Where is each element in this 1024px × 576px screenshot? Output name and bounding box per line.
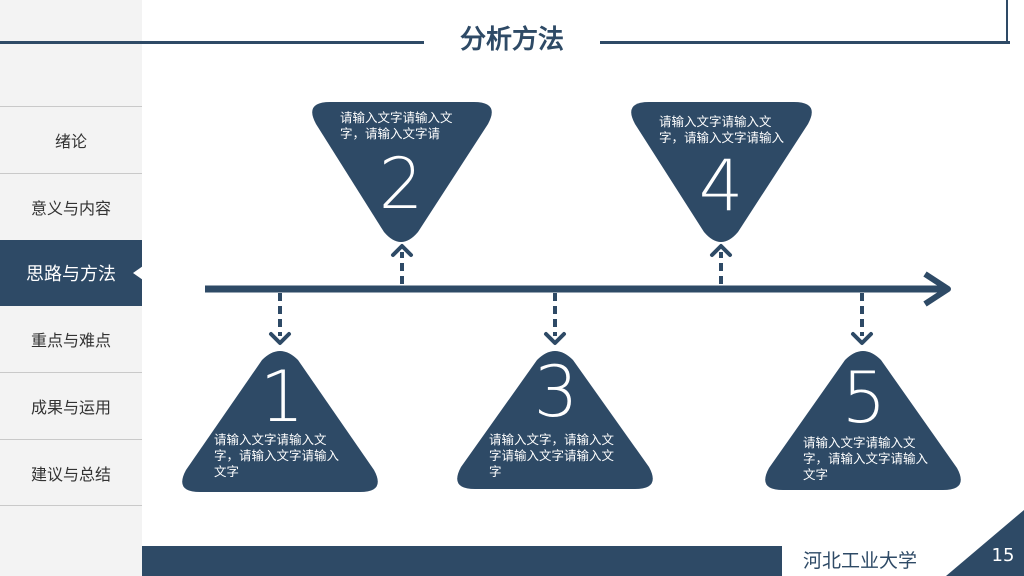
page-title: 分析方法 — [459, 25, 564, 55]
nav-item-significance[interactable]: 意义与内容 — [0, 173, 142, 239]
arrow-down-icon — [544, 332, 566, 345]
arrow-up-icon — [710, 244, 732, 257]
nav-item-label: 思路与方法 — [26, 264, 116, 285]
step-5-text: 请输入文字请输入文字，请输入文字请输入文字 — [803, 435, 929, 482]
nav-item-label: 意义与内容 — [30, 198, 111, 218]
step-5-number: 5 — [842, 357, 887, 439]
timeline-arrow-icon — [923, 271, 951, 307]
active-indicator-icon — [133, 266, 143, 280]
title-line-left — [0, 41, 424, 44]
nav-divider — [0, 505, 142, 506]
step-4-number: 4 — [699, 145, 744, 227]
step-2-number: 2 — [379, 143, 424, 225]
nav-item-methods[interactable]: 思路与方法 — [0, 240, 143, 306]
step-1-number: 1 — [260, 356, 305, 438]
step-3-text: 请输入文字，请输入文字请输入文字请输入文字 — [489, 432, 615, 479]
nav-item-key-points[interactable]: 重点与难点 — [0, 306, 142, 372]
arrow-up-icon — [391, 244, 413, 257]
step-1-shape — [182, 351, 378, 492]
step-4-text: 请输入文字请输入文字，请输入文字请输入 — [659, 114, 785, 145]
step-1-text: 请输入文字请输入文字，请输入文字请输入文字 — [214, 432, 340, 479]
step-2-text: 请输入文字请输入文字，请输入文字请 — [340, 110, 453, 141]
nav-item-label: 重点与难点 — [30, 331, 111, 350]
arrow-down-icon — [269, 332, 291, 345]
nav-item-results[interactable]: 成果与运用 — [0, 372, 142, 438]
page-corner-shape — [946, 510, 1024, 576]
footer-bar — [142, 546, 782, 576]
step-2-shape — [312, 102, 492, 242]
nav-item-intro[interactable]: 绪论 — [0, 106, 142, 172]
nav-item-label: 绪论 — [54, 131, 87, 151]
arrow-down-icon — [851, 332, 873, 345]
sidebar: 绪论 意义与内容 思路与方法 重点与难点 成果与运用 建议与总结 — [0, 0, 143, 576]
step-3-shape — [457, 351, 653, 489]
step-5-shape — [765, 351, 961, 490]
footer-school-name: 河北工业大学 — [802, 550, 917, 572]
step-4-shape — [631, 102, 812, 242]
page-number: 15 — [991, 545, 1015, 566]
nav-item-label: 成果与运用 — [30, 397, 111, 417]
title-line-corner — [1006, 0, 1008, 42]
nav-item-label: 建议与总结 — [30, 464, 111, 484]
nav-item-summary[interactable]: 建议与总结 — [0, 439, 142, 505]
step-3-number: 3 — [534, 351, 579, 433]
title-line-right — [600, 41, 1010, 44]
